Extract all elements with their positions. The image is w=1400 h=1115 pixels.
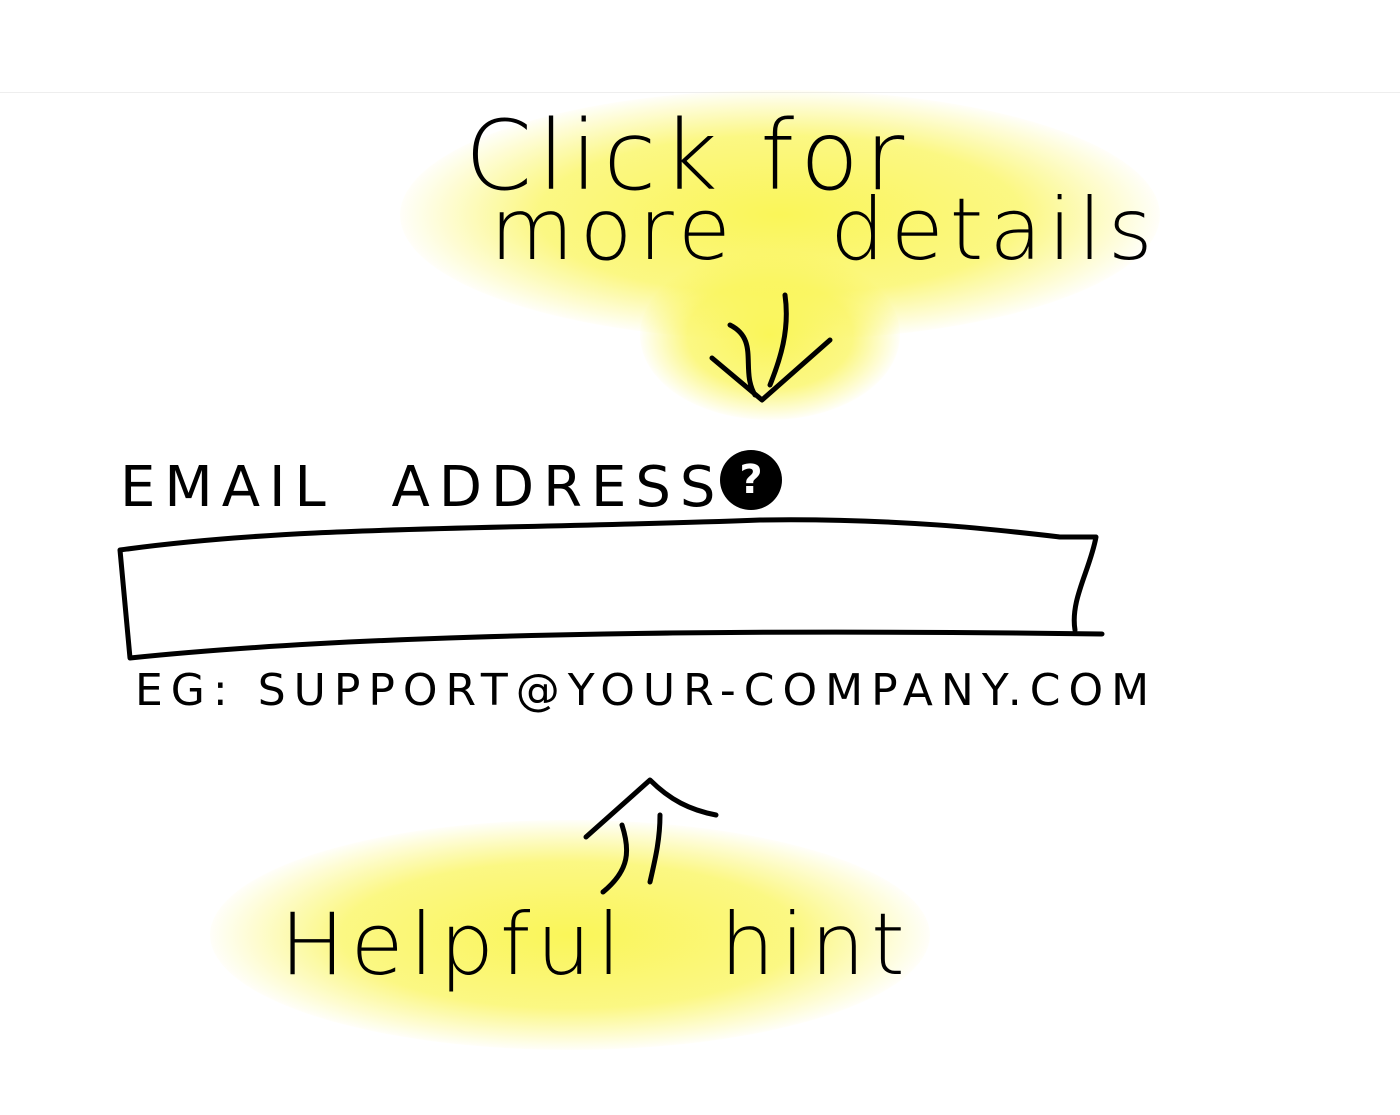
annotation-click-for: Click for <box>465 100 911 212</box>
annotation-helpful-hint: Helpful hint <box>280 895 911 995</box>
email-label: EMAIL ADDRESS <box>120 455 725 520</box>
email-input[interactable] <box>124 540 1094 650</box>
arrow-up-icon <box>583 777 719 895</box>
annotation-more-details: more details <box>490 180 1159 280</box>
question-mark-icon[interactable]: ? <box>720 450 782 510</box>
arrow-down-icon <box>709 292 833 403</box>
highlight-bottom <box>210 820 930 1050</box>
email-hint: EG: SUPPORT@YOUR-COMPANY.COM <box>135 665 1158 716</box>
